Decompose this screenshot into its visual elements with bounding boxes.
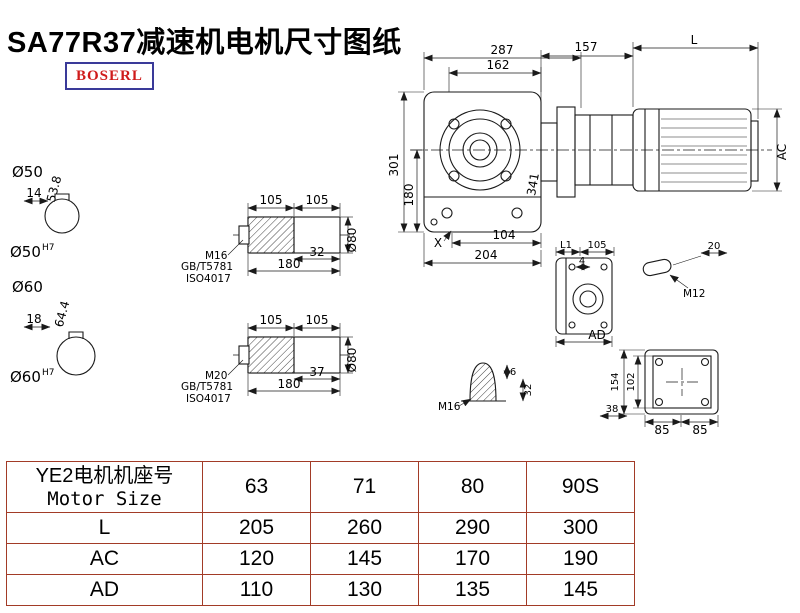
size-column-71: 71 (310, 461, 419, 513)
value-ad-90s: 145 (526, 574, 635, 606)
value-ad-63: 110 (202, 574, 311, 606)
shaft50-bore-label: Ø50 (10, 243, 41, 261)
value-l-63: 205 (202, 512, 311, 544)
table-row-l: L 205 260 290 300 (6, 512, 635, 544)
m20-bolt-label: M20 (205, 370, 227, 382)
m16-dim-105-left: 105 (260, 193, 283, 207)
motor-dimension-table: YE2电机机座号 Motor Size 63 71 80 90S L 205 2… (6, 461, 635, 606)
shaft60-diameter-label: Ø60 (12, 278, 43, 296)
m16-standard1-label: GB/T5781 (181, 261, 233, 273)
dim-162-label: 162 (487, 58, 510, 72)
key-dim-20: 20 (708, 241, 721, 252)
shaft60-tolerance-label: H7 (42, 368, 55, 378)
shaft50-tolerance-label: H7 (42, 243, 55, 253)
value-ac-90s: 190 (526, 543, 635, 575)
motor-size-header-cell: YE2电机机座号 Motor Size (6, 461, 203, 513)
dim-287-label: 287 (491, 43, 514, 57)
boserl-logo: BOSERL (65, 62, 154, 90)
m16-dim-32: 32 (309, 245, 324, 259)
plug-dim-6: 6 (510, 367, 516, 378)
dim-341-label: 341 (524, 172, 542, 197)
technical-drawing: 287 162 157 L 301 180 341 AC X 104 204 Ø… (10, 33, 789, 437)
value-ac-63: 120 (202, 543, 311, 575)
dim-204-label: 204 (475, 248, 498, 262)
value-ad-80: 135 (418, 574, 527, 606)
boserl-logo-text: BOSERL (76, 68, 143, 84)
shaft60-bore-label: Ø60 (10, 368, 41, 386)
value-l-71: 260 (310, 512, 419, 544)
table-row-ac: AC 120 145 170 190 (6, 543, 635, 575)
value-l-80: 290 (418, 512, 527, 544)
row-label-ac: AC (6, 543, 203, 575)
shaft60-key-depth-label: 64.4 (52, 299, 72, 328)
m20-standard1-label: GB/T5781 (181, 381, 233, 393)
dim-motor-length-label: L (691, 33, 698, 47)
table-header-row: YE2电机机座号 Motor Size 63 71 80 90S (6, 461, 635, 513)
hollow-shaft-detail-m20: 105 105 M20 37 GB/T5781 ISO4017 180 Ø80 (181, 313, 359, 405)
motor-size-label-en: Motor Size (47, 487, 162, 510)
key-thread-m12: M12 (683, 288, 705, 300)
m20-dim-37: 37 (309, 365, 324, 379)
row-label-ad: AD (6, 574, 203, 606)
row-label-l: L (6, 512, 203, 544)
dim-301-label: 301 (387, 154, 401, 177)
value-ac-71: 145 (310, 543, 419, 575)
shaft-50-end-view: Ø50 14 53.8 Ø50 H7 (10, 163, 80, 261)
plug-thread-m16: M16 (438, 401, 461, 413)
side-dim-105: 105 (587, 240, 606, 251)
side-dim-l1: L1 (560, 240, 572, 251)
size-column-63: 63 (202, 461, 311, 513)
hollow-shaft-detail-m16: 105 105 M16 32 GB/T5781 ISO4017 180 Ø80 (181, 193, 359, 285)
dim-104-label: 104 (493, 228, 516, 242)
m20-dim-105-right: 105 (306, 313, 329, 327)
side-dim-4: 4 (579, 256, 585, 267)
shaft50-key-width-label: 14 (26, 186, 41, 200)
m20-dim-d80: Ø80 (345, 348, 359, 373)
output-side-view: L1 105 4 AD (555, 240, 615, 347)
shaft50-diameter-label: Ø50 (12, 163, 43, 181)
value-ac-80: 170 (418, 543, 527, 575)
size-column-90s: 90S (526, 461, 635, 513)
m16-dim-d80: Ø80 (345, 228, 359, 253)
shaft60-key-width-label: 18 (26, 312, 41, 326)
dim-157-label: 157 (575, 40, 598, 54)
dim-180-label: 180 (402, 184, 416, 207)
value-ad-71: 130 (310, 574, 419, 606)
value-l-90s: 300 (526, 512, 635, 544)
dim-ac-label: AC (775, 144, 789, 160)
size-column-80: 80 (418, 461, 527, 513)
table-row-ad: AD 110 130 135 145 (6, 574, 635, 606)
motor-size-label-cn: YE2电机机座号 (35, 464, 174, 487)
side-dim-ad: AD (588, 328, 605, 342)
key-detail: 20 M12 (642, 241, 728, 300)
shaft-60-end-view: Ø60 18 64.4 Ø60 H7 (10, 278, 96, 386)
motor-mounting-view: 154 102 38 85 85 (599, 349, 719, 437)
mount-dim-38: 38 (606, 404, 619, 415)
m16-dim-180: 180 (278, 257, 301, 271)
m16-bolt-label: M16 (205, 250, 228, 262)
m20-dim-180: 180 (278, 377, 301, 391)
m16-dim-105-right: 105 (306, 193, 329, 207)
mount-dim-85-right: 85 (692, 423, 707, 437)
ref-x-label: X (434, 236, 442, 250)
page-title: SA77R37减速机电机尺寸图纸 (7, 27, 402, 60)
main-assembly-view: 287 162 157 L 301 180 341 AC X 104 204 (387, 33, 789, 267)
m16-standard2-label: ISO4017 (186, 273, 231, 285)
m20-dim-105-left: 105 (260, 313, 283, 327)
shaft50-key-depth-label: 53.8 (44, 174, 64, 203)
mount-dim-85-left: 85 (654, 423, 669, 437)
plug-dim-32: 32 (523, 384, 534, 397)
breather-plug-detail: 6 32 M16 (438, 362, 534, 413)
main-dimension-lines (400, 44, 781, 267)
m20-standard2-label: ISO4017 (186, 393, 231, 405)
mount-dim-102: 102 (626, 372, 637, 391)
mount-dim-154: 154 (610, 372, 621, 391)
